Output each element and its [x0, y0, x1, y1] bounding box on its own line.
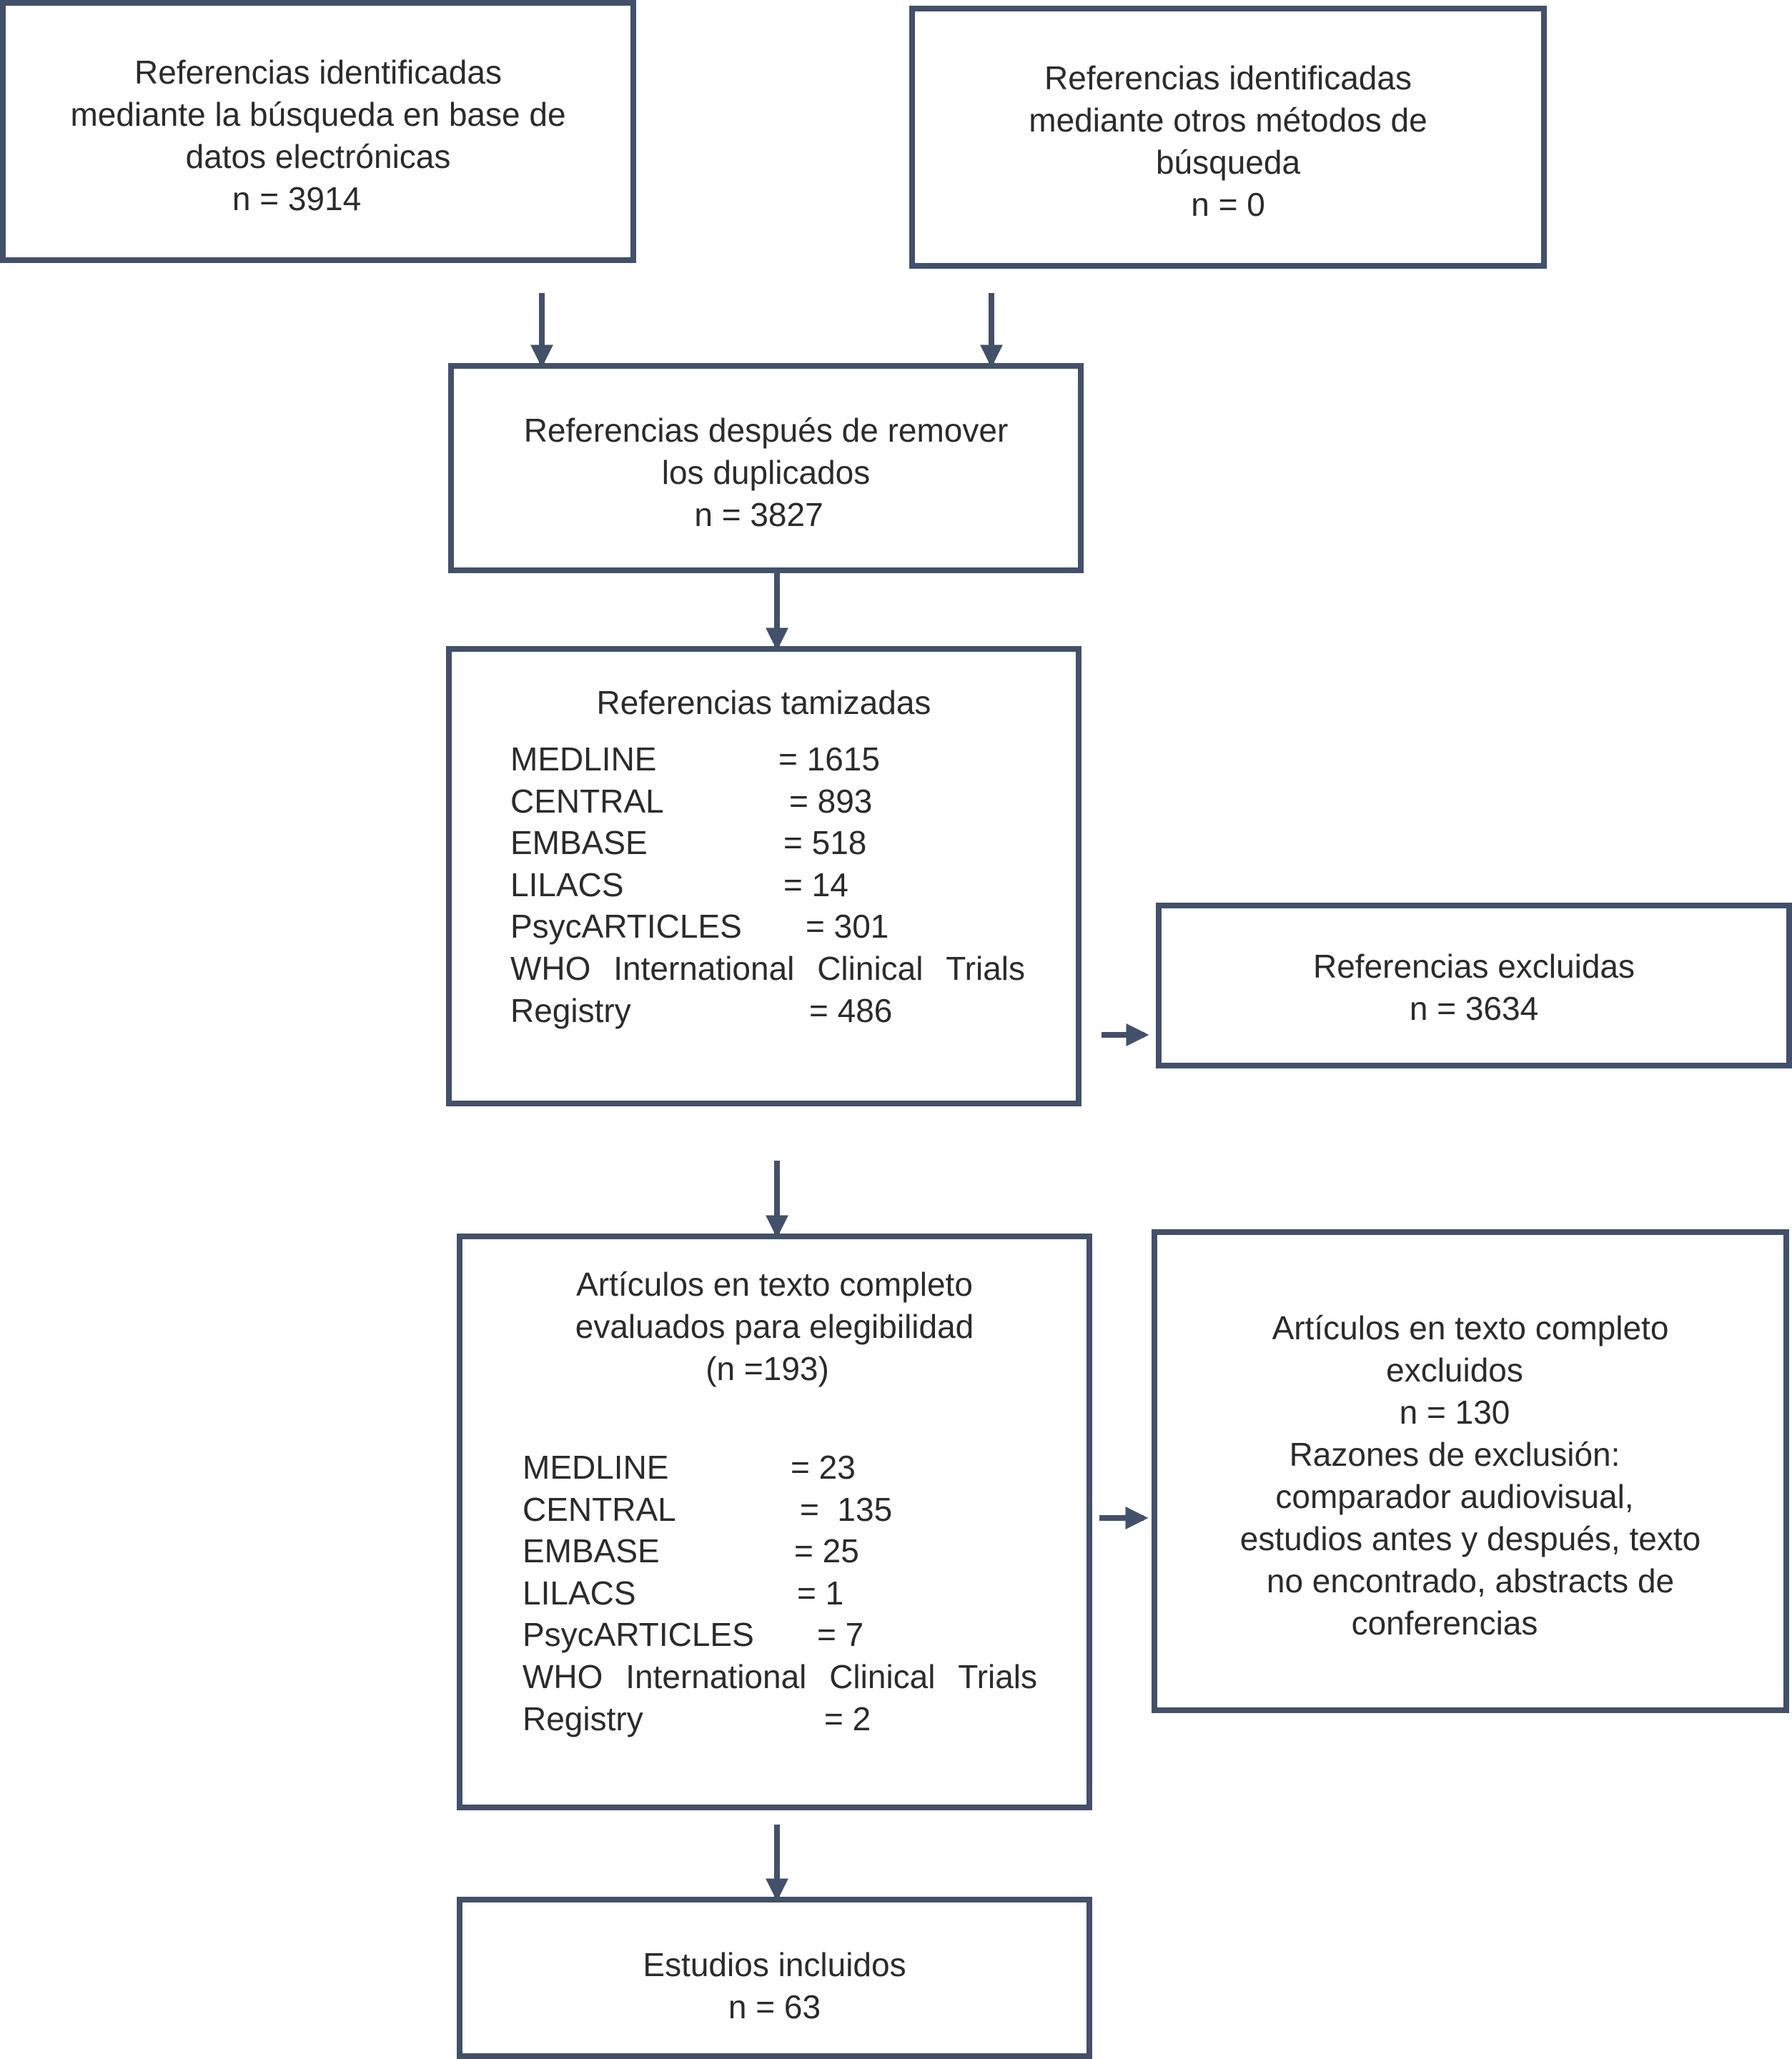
box-line: mediante la búsqueda en base de — [70, 96, 566, 133]
source-value: = 1 — [797, 1574, 844, 1612]
source-value: = 518 — [783, 824, 867, 861]
box-line: mediante otros métodos de — [1029, 101, 1427, 139]
source-row-who: WHO International Clinical Trials — [523, 1656, 1037, 1698]
box-line: comparador audiovisual, — [1275, 1478, 1634, 1515]
box-line: Artículos en texto completo — [1272, 1309, 1669, 1346]
source-label: Registry — [523, 1700, 643, 1737]
box-line: Referencias identificadas — [1044, 59, 1412, 96]
source-value: = 23 — [791, 1449, 856, 1486]
box-other-methods: Referencias identificadas mediante otros… — [909, 6, 1547, 269]
source-label: MEDLINE — [523, 1449, 669, 1486]
box-title: Referencias tamizadas — [596, 684, 931, 721]
who-word: International — [625, 1658, 807, 1695]
box-count: n = 63 — [728, 1988, 821, 2025]
source-row-medline: MEDLINE = 23 — [523, 1447, 1037, 1489]
box-line: Razones de exclusión: — [1289, 1436, 1620, 1473]
source-label: CENTRAL — [510, 783, 664, 820]
box-full-text-excluded: Artículos en texto completo excluidos n … — [1152, 1229, 1789, 1713]
box-line: los duplicados — [661, 454, 871, 491]
box-count: n = 130 — [1399, 1394, 1510, 1431]
source-value: = 1615 — [778, 740, 880, 778]
box-after-duplicates: Referencias después de remover los dupli… — [448, 363, 1084, 573]
box-database-search: Referencias identificadas mediante la bú… — [0, 0, 636, 263]
source-label: PsycARTICLES — [510, 908, 742, 945]
who-word: International — [613, 950, 795, 987]
source-row-who: WHO International Clinical Trials — [510, 948, 1025, 990]
source-row-psycarticles: PsycARTICLES = 301 — [510, 906, 1025, 948]
source-value: = 486 — [809, 992, 893, 1029]
source-label: Registry — [510, 992, 631, 1029]
source-value: = 25 — [794, 1532, 859, 1569]
source-row-psycarticles: PsycARTICLES = 7 — [523, 1614, 1037, 1656]
source-row-medline: MEDLINE = 1615 — [510, 738, 1025, 780]
source-label: MEDLINE — [510, 740, 657, 778]
box-excluded: Referencias excluidas n = 3634 — [1156, 903, 1792, 1068]
source-row-lilacs: LILACS = 14 — [510, 864, 1025, 906]
source-row-registry: Registry = 486 — [510, 990, 1025, 1032]
box-line: no encontrado, abstracts de — [1266, 1562, 1675, 1599]
source-value: = 2 — [824, 1700, 871, 1737]
source-row-lilacs: LILACS = 1 — [523, 1572, 1037, 1614]
source-row-registry: Registry = 2 — [523, 1698, 1037, 1740]
box-count: (n =193) — [706, 1350, 829, 1387]
box-screened: Referencias tamizadas MEDLINE = 1615 CEN… — [446, 646, 1081, 1106]
source-value: = 893 — [789, 783, 873, 820]
box-line: excluidos — [1386, 1351, 1523, 1389]
box-line: Artículos en texto completo — [576, 1266, 973, 1303]
who-word: WHO — [523, 1658, 603, 1695]
box-line: Estudios incluidos — [643, 1946, 906, 1983]
source-value: = 135 — [800, 1491, 893, 1528]
box-line: Referencias identificadas — [134, 54, 502, 91]
source-label: EMBASE — [510, 824, 648, 861]
box-count: n = 3914 — [232, 180, 362, 217]
who-word: Clinical — [829, 1658, 936, 1695]
source-label: EMBASE — [523, 1532, 660, 1569]
source-row-central: CENTRAL = 893 — [510, 780, 1025, 823]
source-label: LILACS — [523, 1574, 636, 1612]
source-value: = 7 — [817, 1616, 864, 1653]
source-label: LILACS — [510, 866, 624, 903]
box-count: n = 0 — [1191, 186, 1265, 223]
who-word: Trials — [946, 950, 1025, 987]
who-registry-name: WHO International Clinical Trials — [510, 948, 1025, 990]
box-count: n = 3634 — [1409, 990, 1539, 1027]
box-line: datos electrónicas — [185, 138, 451, 175]
source-value: = 301 — [806, 908, 889, 945]
source-row-embase: EMBASE = 25 — [523, 1530, 1037, 1572]
source-row-embase: EMBASE = 518 — [510, 822, 1025, 864]
box-full-text-assessed: Artículos en texto completo evaluados pa… — [457, 1234, 1092, 1810]
source-value: = 14 — [783, 866, 848, 903]
box-line: Referencias después de remover — [523, 412, 1009, 449]
box-line: evaluados para elegibilidad — [575, 1308, 974, 1345]
who-registry-name: WHO International Clinical Trials — [523, 1656, 1037, 1698]
box-count: n = 3827 — [694, 496, 823, 533]
box-line: Referencias excluidas — [1312, 948, 1635, 985]
box-line: estudios antes y después, texto — [1239, 1520, 1701, 1557]
who-word: WHO — [510, 950, 591, 987]
source-row-central: CENTRAL = 135 — [523, 1489, 1037, 1531]
source-label: CENTRAL — [523, 1491, 676, 1528]
who-word: Trials — [958, 1658, 1037, 1695]
who-word: Clinical — [817, 950, 924, 987]
box-line: conferencias — [1351, 1604, 1538, 1642]
box-line: búsqueda — [1155, 144, 1301, 181]
source-label: PsycARTICLES — [523, 1616, 754, 1653]
